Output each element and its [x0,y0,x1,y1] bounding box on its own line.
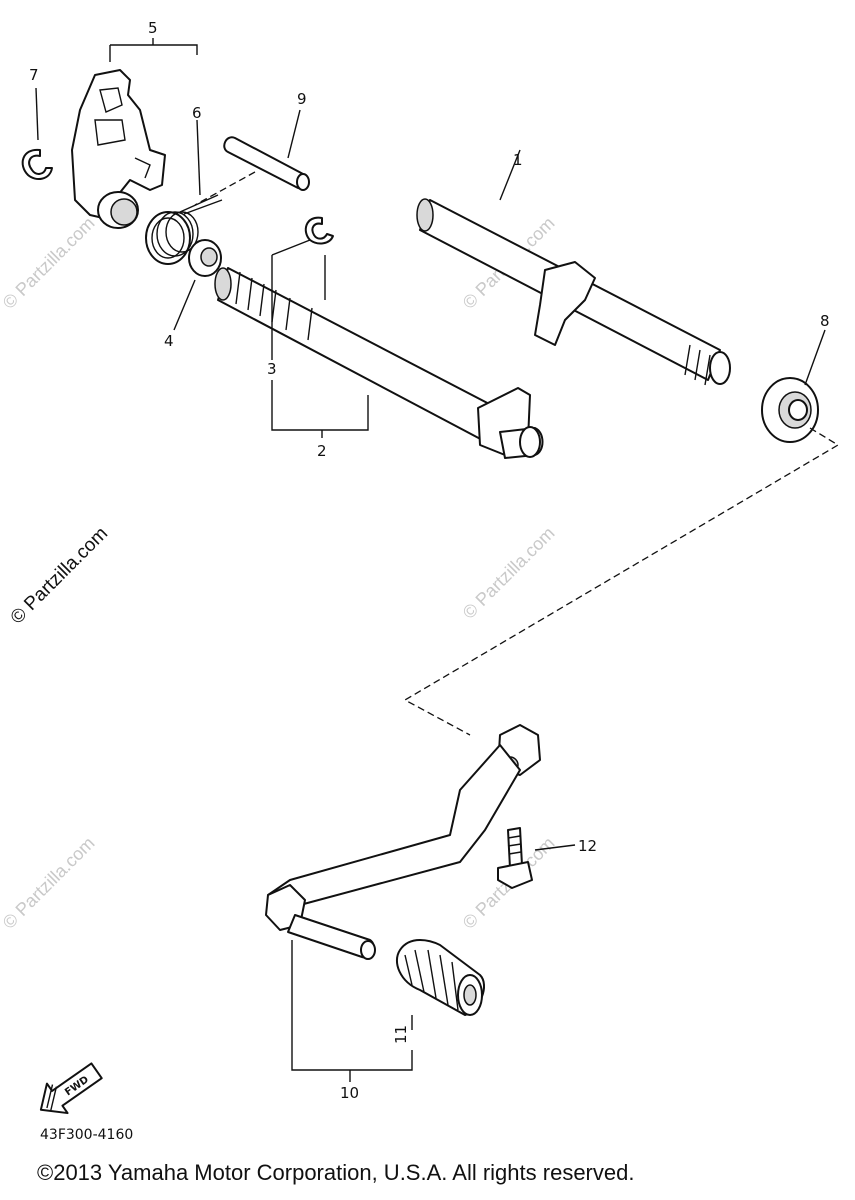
part-6-spring [145,194,223,265]
callout-10: 10 [340,1084,359,1102]
copyright-notice: ©2013 Yamaha Motor Corporation, U.S.A. A… [37,1160,635,1185]
forward-arrow: FWD [39,1062,103,1115]
watermark-text: © Partzilla.com [0,833,99,933]
callout-labels: 1 2 3 4 5 6 7 8 9 10 11 12 [29,19,830,1102]
callout-9: 9 [297,90,307,108]
callout-8: 8 [820,312,830,330]
part-3-circlip [304,216,334,245]
watermark-text: © Partzilla.com [0,213,99,313]
callout-leaders [35,38,826,1082]
callout-11: 11 [392,1025,410,1044]
watermark-text: © Partzilla.com [459,523,559,623]
callout-7: 7 [29,66,39,84]
part-2-shift-shaft [214,267,544,459]
callout-6: 6 [192,104,202,122]
callout-3: 3 [267,360,277,378]
part-11-rubber-grip [395,939,485,1016]
callout-5: 5 [148,19,158,37]
part-8-oil-seal [761,377,819,443]
diagram-code: 43F300-4160 [40,1127,134,1143]
callout-1: 1 [513,151,523,169]
part-10-shift-pedal [265,724,541,960]
part-4-washer [188,239,222,277]
connection-line [403,427,840,736]
callout-12: 12 [578,837,597,855]
alignment-line [194,171,256,206]
callout-2: 2 [317,442,327,460]
part-12-bolt [497,827,533,889]
part-7-circlip [21,148,53,181]
callout-4: 4 [164,332,174,350]
watermark-text-main: © Partzilla.com [7,523,112,628]
part-1-shaft-assembly [416,198,731,386]
part-9-pin [223,136,310,191]
part-5-shift-arm [71,69,166,229]
